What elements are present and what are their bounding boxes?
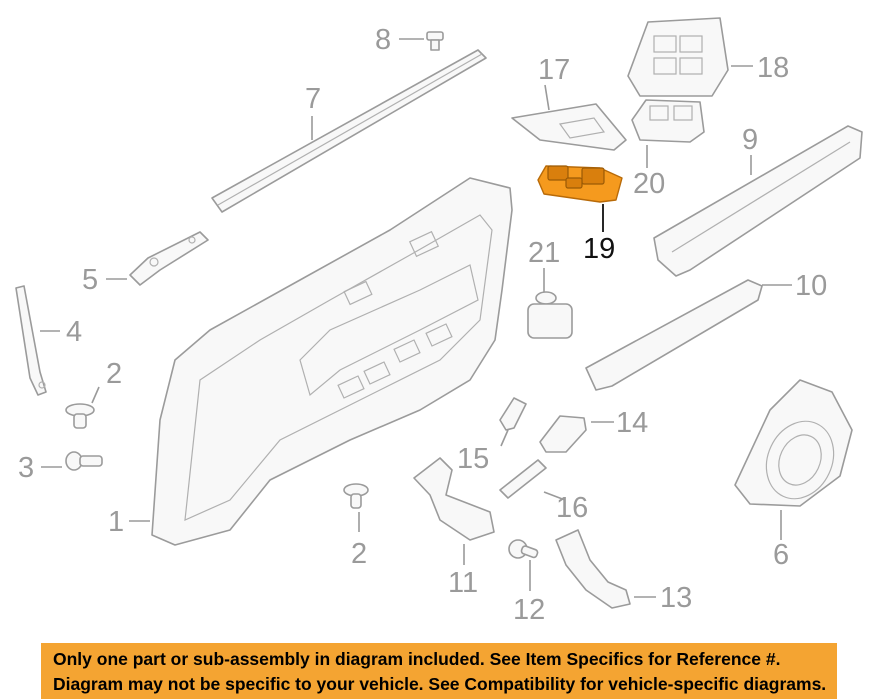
part-9-armrest-trim — [653, 125, 863, 277]
part-11-bracket — [413, 457, 495, 541]
callout-labels: 1 2 2 3 4 5 6 7 8 9 10 11 12 13 14 15 16… — [18, 24, 827, 626]
disclaimer-line-1: Only one part or sub-assembly in diagram… — [53, 649, 781, 669]
callout-19: 19 — [583, 233, 615, 265]
callout-15: 15 — [457, 443, 489, 475]
callout-8: 8 — [375, 24, 391, 56]
part-21-switch — [527, 291, 573, 339]
part-18-switch-assembly — [627, 17, 729, 97]
part-2-clip-upper — [65, 403, 95, 429]
callout-18: 18 — [757, 52, 789, 84]
part-2-clip-lower — [343, 483, 369, 509]
part-12-screw — [508, 539, 539, 559]
callout-2-upper: 2 — [106, 358, 122, 390]
part-10-garnish — [585, 279, 763, 391]
part-19-window-switch-highlighted[interactable] — [537, 165, 623, 203]
callout-13: 13 — [660, 582, 692, 614]
callout-2-lower: 2 — [351, 538, 367, 570]
callout-21: 21 — [528, 237, 560, 269]
disclaimer-banner: Only one part or sub-assembly in diagram… — [41, 643, 837, 699]
callout-10: 10 — [795, 270, 827, 302]
part-15-knob — [499, 397, 527, 431]
callout-9: 9 — [742, 124, 758, 156]
part-3-screw — [65, 451, 103, 471]
part-16-rod — [499, 459, 547, 499]
callout-3: 3 — [18, 452, 34, 484]
callout-14: 14 — [616, 407, 648, 439]
part-13-trim-piece — [555, 529, 631, 609]
disclaimer-line-2: Diagram may not be specific to your vehi… — [53, 674, 827, 694]
part-4-bracket — [15, 285, 47, 396]
callout-12: 12 — [513, 594, 545, 626]
callout-16: 16 — [556, 492, 588, 524]
callout-7: 7 — [305, 83, 321, 115]
part-8-clip — [426, 31, 444, 51]
part-14-clip — [539, 415, 587, 453]
leader-lines — [40, 38, 792, 598]
callout-5: 5 — [82, 264, 98, 296]
part-17-bezel — [511, 103, 627, 151]
callout-1: 1 — [108, 506, 124, 538]
part-6-speaker-cover — [734, 379, 853, 507]
part-5-bracket — [129, 231, 209, 286]
callout-17: 17 — [538, 54, 570, 86]
part-20-switch — [631, 99, 705, 143]
callout-20: 20 — [633, 168, 665, 200]
callout-6: 6 — [773, 539, 789, 571]
part-1-door-trim-panel — [151, 177, 513, 546]
part-7-molding — [211, 49, 487, 213]
callout-11: 11 — [448, 567, 478, 599]
callout-4: 4 — [66, 316, 82, 348]
